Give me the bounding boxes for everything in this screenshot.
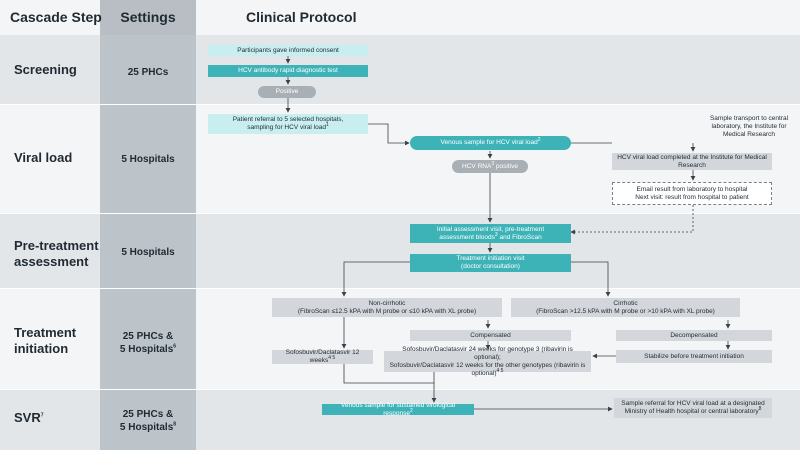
svr-referral-sup: 8 bbox=[758, 405, 762, 412]
box-stabilize: Stabilize before treatment initiation bbox=[616, 350, 772, 363]
step-svr-sup: 7 bbox=[40, 412, 44, 419]
settings-svr-sup: 8 bbox=[173, 421, 177, 428]
step-treatment-line1: Treatment bbox=[14, 325, 77, 340]
noncirrhotic-detail: (FibroScan ≤12.5 kPA with M probe or ≤10… bbox=[297, 307, 477, 315]
cirrhotic-detail: (FibroScan >12.5 kPA with M probe or >10… bbox=[536, 307, 715, 315]
tx-line1: Treatment initiation visit bbox=[456, 255, 525, 262]
initial-line2: assessment bloods bbox=[439, 233, 495, 241]
svr-venous-text: Venous sample for sustained virological … bbox=[340, 401, 456, 417]
step-viral-load: Viral load bbox=[14, 150, 73, 165]
sofdac24-line1: Sofosbuvir/Daclatasvir 24 weeks for geno… bbox=[402, 345, 573, 361]
sofdac24-sup: 4 5 bbox=[496, 367, 504, 374]
email-line2: Next visit: result from hospital to pati… bbox=[635, 193, 749, 201]
step-pre-treatment: Pre-treatment assessment bbox=[14, 238, 99, 270]
venous-sup: 2 bbox=[537, 136, 541, 143]
settings-treatment-line1: 25 PHCs & bbox=[122, 331, 174, 342]
header-band bbox=[0, 0, 800, 35]
settings-svr-line1: 25 PHCs & bbox=[122, 409, 174, 420]
box-sofdac-24: Sofosbuvir/Daclatasvir 24 weeks for geno… bbox=[384, 346, 591, 377]
referral-sup: 1 bbox=[325, 121, 329, 128]
step-treatment-initiation: Treatment initiation bbox=[14, 325, 76, 357]
box-svr-referral: Sample referral for HCV viral load at a … bbox=[614, 398, 772, 418]
band-screening bbox=[0, 35, 800, 104]
referral-line2: sampling for HCV viral load bbox=[247, 124, 326, 131]
box-sofdac-12: Sofosbuvir/Daclatasvir 12 weeks4 5 bbox=[272, 349, 373, 364]
referral-line1: Patient referral to 5 selected hospitals… bbox=[232, 116, 344, 123]
sofdac12-sup: 4 5 bbox=[328, 354, 336, 361]
settings-viral-load: 5 Hospitals bbox=[121, 154, 175, 165]
settings-treatment-line2: 5 Hospitals bbox=[119, 344, 174, 355]
header-settings: Settings bbox=[120, 9, 176, 25]
note-sample-transport: Sample transport to central laboratory, … bbox=[709, 115, 789, 138]
box-informed-consent: Participants gave informed consent bbox=[208, 45, 368, 56]
svr-venous-sup: 2 bbox=[409, 407, 413, 414]
sofdac24-line2: Sofosbuvir/Daclatasvir 12 weeks for the … bbox=[389, 361, 586, 377]
settings-pre-treatment: 5 Hospitals bbox=[121, 247, 175, 258]
header-cascade-step: Cascade Step bbox=[10, 9, 102, 25]
band-pre-treatment bbox=[0, 214, 800, 288]
settings-treatment-sup: 6 bbox=[173, 343, 177, 350]
rna-pre: HCV RNA bbox=[462, 162, 492, 170]
svr-referral-line2: Ministry of Health hospital or central l… bbox=[624, 408, 759, 415]
initial-sup: 3 bbox=[494, 231, 498, 238]
settings-screening: 25 PHCs bbox=[127, 67, 169, 78]
settings-svr-line2: 5 Hospitals bbox=[119, 422, 174, 433]
step-screening: Screening bbox=[14, 62, 77, 77]
box-treatment-initiation-visit: Treatment initiation visit(doctor consul… bbox=[410, 254, 571, 272]
email-line1: Email result from laboratory to hospital bbox=[636, 185, 748, 193]
cirrhotic-title: Cirrhotic bbox=[613, 299, 638, 307]
header-clinical-protocol: Clinical Protocol bbox=[246, 9, 357, 25]
box-svr-venous-sample: Venous sample for sustained virological … bbox=[322, 401, 474, 417]
settings-svr: 25 PHCs & 5 Hospitals8 bbox=[100, 408, 196, 434]
venous-text: Venous sample for HCV viral load bbox=[440, 139, 538, 146]
initial-post: and FibroScan bbox=[497, 233, 542, 241]
pill-venous-sample: Venous sample for HCV viral load2 bbox=[410, 136, 571, 150]
step-svr-text: SVR bbox=[14, 410, 41, 425]
step-treatment-line2: initiation bbox=[14, 341, 69, 356]
rna-post: positive bbox=[494, 162, 518, 170]
pill-rna-positive: HCV RNA3 positive bbox=[452, 160, 528, 173]
svr-referral-line1: Sample referral for HCV viral load at a … bbox=[621, 400, 765, 407]
rna-sup: 3 bbox=[491, 160, 495, 167]
box-patient-referral: Patient referral to 5 selected hospitals… bbox=[208, 114, 368, 134]
step-svr: SVR7 bbox=[14, 410, 44, 426]
step-pre-treatment-line1: Pre-treatment bbox=[14, 238, 99, 253]
noncirrhotic-title: Non-cirrhotic bbox=[368, 299, 406, 307]
box-compensated: Compensated bbox=[410, 330, 571, 341]
box-vl-completed: HCV viral load completed at the Institut… bbox=[612, 153, 772, 170]
pill-positive: Positive bbox=[258, 86, 316, 98]
settings-treatment-initiation: 25 PHCs & 5 Hospitals6 bbox=[100, 330, 196, 356]
box-email-result: Email result from laboratory to hospital… bbox=[612, 182, 772, 205]
box-decompensated: Decompensated bbox=[616, 330, 772, 341]
box-rdt: HCV antibody rapid diagnostic test bbox=[208, 65, 368, 77]
step-pre-treatment-line2: assessment bbox=[14, 254, 89, 269]
box-non-cirrhotic: Non-cirrhotic(FibroScan ≤12.5 kPA with M… bbox=[272, 298, 502, 317]
sofdac12-text: Sofosbuvir/Daclatasvir 12 weeks bbox=[285, 349, 360, 364]
tx-line2: (doctor consultation) bbox=[461, 263, 520, 270]
initial-line1: Initial assessment visit, pre-treatment bbox=[436, 225, 545, 233]
box-cirrhotic: Cirrhotic(FibroScan >12.5 kPA with M pro… bbox=[511, 298, 740, 317]
